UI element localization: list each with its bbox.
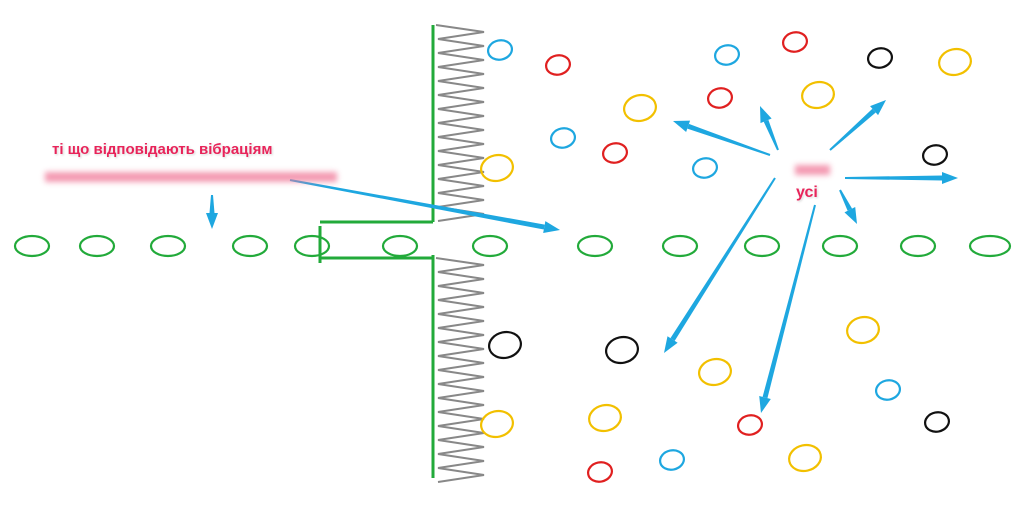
blue-particle: [486, 39, 514, 61]
black-particle: [921, 144, 949, 166]
blue-particle: [658, 449, 686, 471]
green-particle: [661, 234, 699, 258]
yellow-particle: [480, 153, 514, 183]
arrow-head: [759, 396, 771, 413]
green-particle: [149, 234, 187, 258]
yellow-particle: [846, 315, 880, 345]
arrow: [760, 106, 779, 151]
arrow-shaft: [289, 179, 545, 230]
arrow-head: [673, 120, 691, 132]
arrow: [673, 120, 771, 156]
filter-wall: [318, 24, 485, 483]
yellow-particle: [480, 409, 514, 439]
right-caption: усі: [796, 184, 818, 201]
green-particle: [13, 234, 51, 258]
green-particle: [78, 234, 116, 258]
arrow: [845, 172, 958, 184]
spring-bottom: [435, 257, 485, 483]
arrow-head: [942, 172, 958, 184]
yellow-particle: [698, 357, 732, 387]
yellow-particle: [801, 80, 835, 110]
arrow-shaft: [762, 204, 816, 399]
arrow-shaft: [209, 195, 215, 213]
arrow-shaft: [763, 119, 779, 151]
blurred-label: [795, 165, 830, 175]
arrow: [664, 177, 776, 353]
black-particle: [488, 330, 522, 360]
black-particle: [866, 47, 894, 69]
arrow-head: [760, 106, 772, 124]
green-particle: [381, 234, 419, 258]
black-particle: [605, 335, 639, 365]
arrow-head: [844, 207, 857, 224]
red-particle: [706, 87, 734, 109]
arrows: [206, 100, 958, 413]
left-caption: ті що відповідають вібраціям: [52, 141, 273, 158]
red-particle: [586, 461, 614, 483]
arrow: [829, 100, 886, 151]
red-particle: [781, 31, 809, 53]
blurred-caption: [45, 172, 337, 182]
red-particle: [544, 54, 572, 76]
green-particle: [293, 234, 331, 258]
arrow-shaft: [687, 123, 771, 156]
green-particle: [471, 234, 509, 258]
blue-particle: [874, 379, 902, 401]
arrow-head: [664, 336, 678, 353]
yellow-particle: [623, 93, 657, 123]
green-particle: [743, 234, 781, 258]
blue-particle: [713, 44, 741, 66]
green-particle: [899, 234, 937, 258]
arrow-shaft: [839, 189, 853, 211]
spring-top: [435, 24, 485, 222]
blue-particle: [691, 157, 719, 179]
green-particle: [231, 234, 269, 258]
particles: [13, 31, 1012, 483]
arrow: [206, 195, 218, 229]
green-particle: [821, 234, 859, 258]
arrow-shaft: [829, 108, 876, 151]
arrow: [289, 179, 560, 233]
green-particle: [576, 234, 614, 258]
yellow-particle: [788, 443, 822, 473]
arrow-shaft: [845, 175, 942, 181]
arrow-head: [870, 100, 886, 116]
black-particle: [923, 411, 951, 433]
arrow: [839, 189, 857, 224]
arrow-head: [206, 213, 218, 229]
blue-particle: [549, 127, 577, 149]
green-particle: [968, 234, 1012, 258]
arrow: [759, 204, 816, 413]
arrow-shaft: [670, 177, 776, 341]
arrow-head: [543, 221, 560, 233]
red-particle: [736, 414, 764, 436]
red-particle: [601, 142, 629, 164]
yellow-particle: [938, 47, 972, 77]
yellow-particle: [588, 403, 622, 433]
